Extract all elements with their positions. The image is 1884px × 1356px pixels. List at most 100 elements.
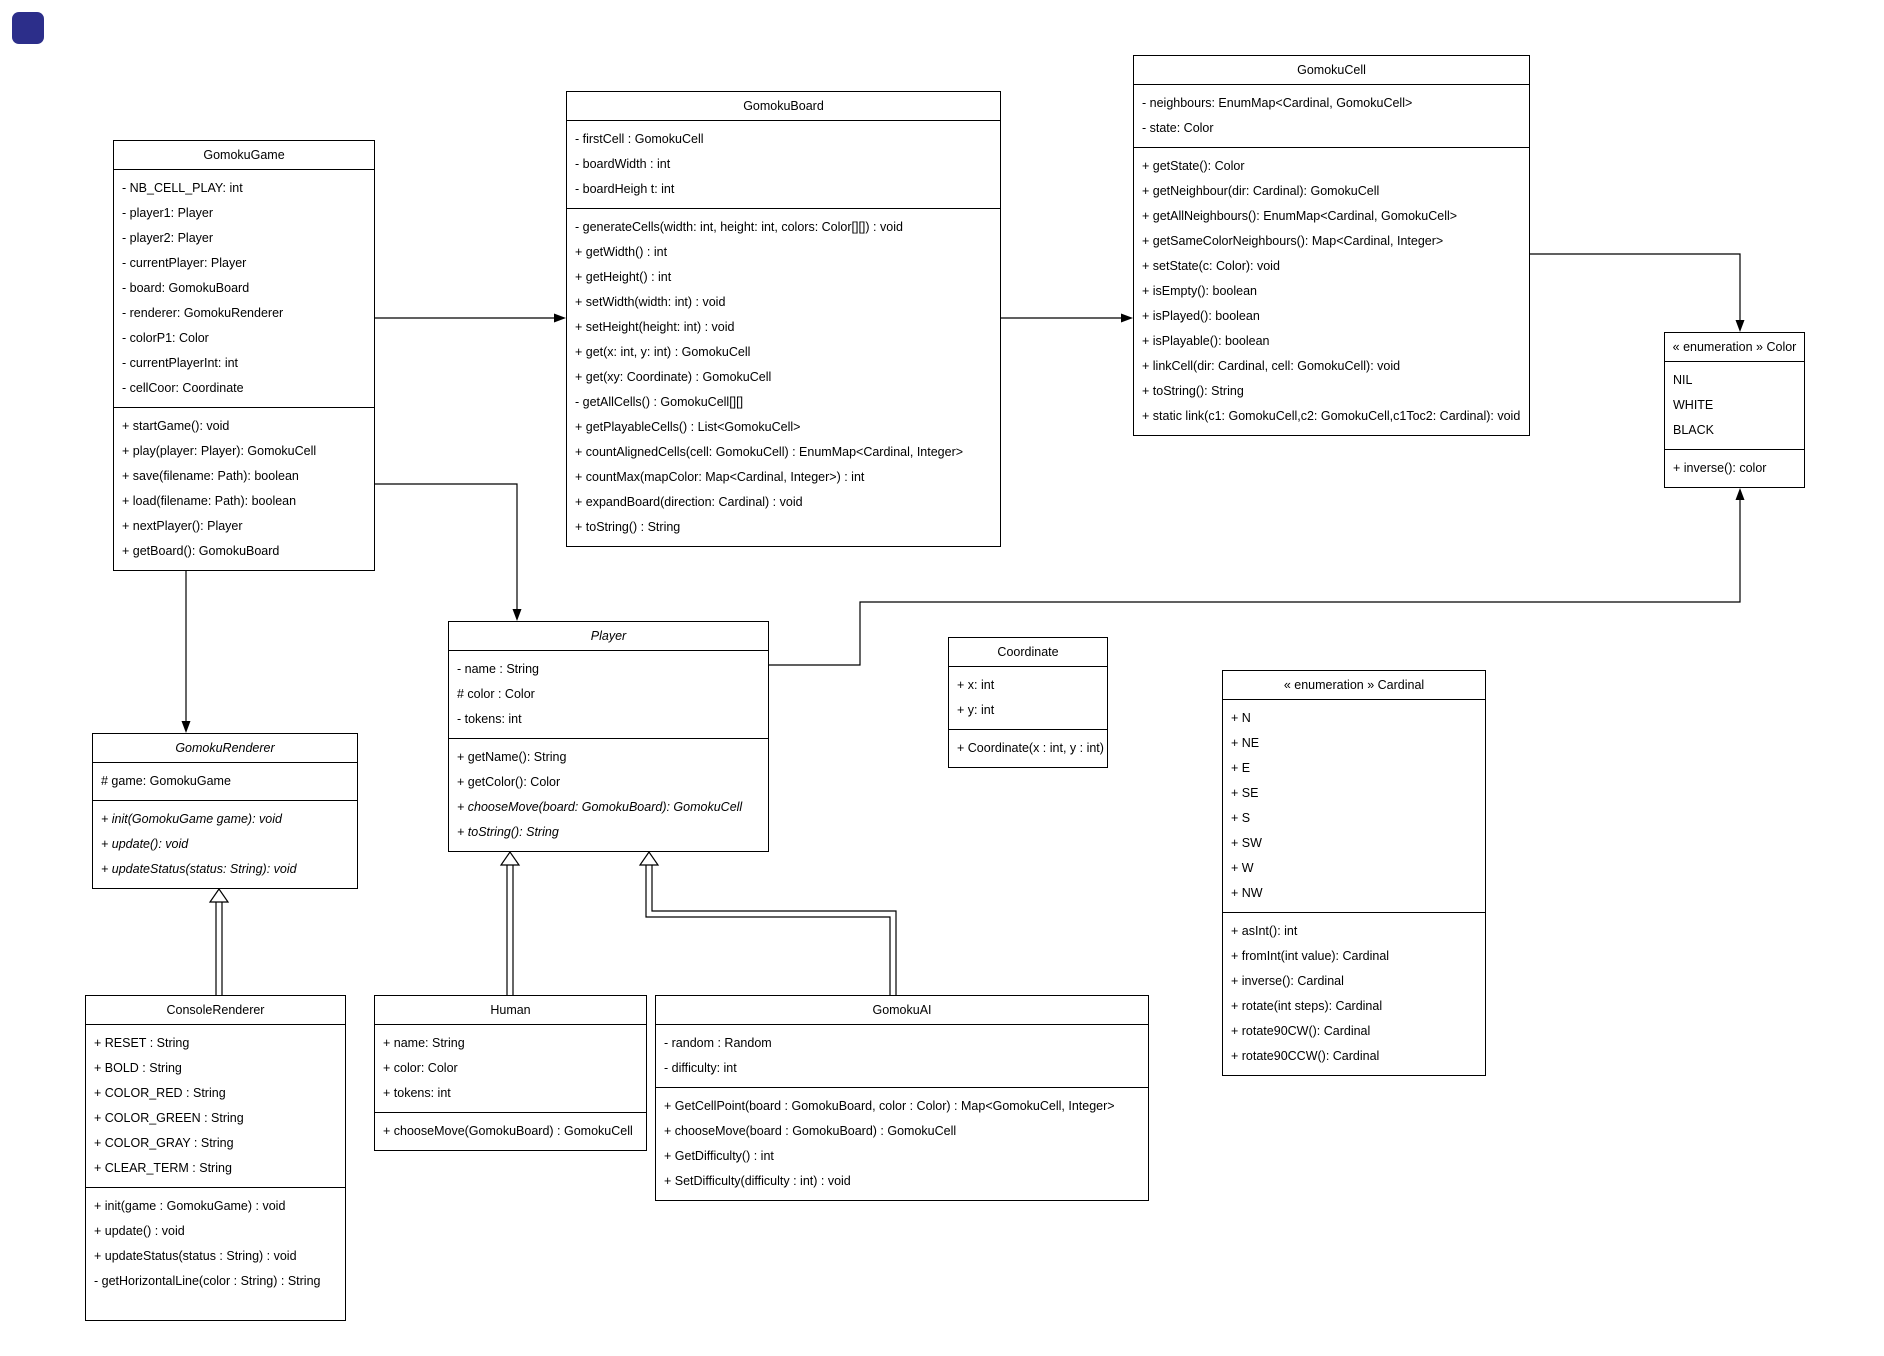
class-methods: + init(game : GomokuGame) : void + update… <box>86 1187 345 1320</box>
class-methods: + chooseMove(GomokuBoard) : GomokuCell <box>375 1112 646 1150</box>
enum-methods: + asInt(): int+ fromInt(int value): Card… <box>1223 912 1485 1075</box>
enum-title: « enumeration » Cardinal <box>1223 671 1485 700</box>
uml-row: + getBoard(): GomokuBoard <box>122 544 280 558</box>
uml-row: + chooseMove(board : GomokuBoard) : Gomo… <box>664 1124 957 1138</box>
connector-player-to-color[interactable] <box>769 488 1745 666</box>
uml-row: + S <box>1231 811 1251 825</box>
class-methods: + startGame(): void + play(player: Player… <box>114 407 374 570</box>
uml-row: + E <box>1231 761 1251 775</box>
uml-row: + chooseMove(GomokuBoard) : GomokuCell <box>383 1124 633 1138</box>
uml-row: - state: Color <box>1142 121 1214 135</box>
uml-row: + init(game : GomokuGame) : void <box>94 1199 286 1213</box>
uml-row: + load(filename: Path): boolean <box>122 494 297 508</box>
class-gomokurenderer[interactable]: GomokuRenderer # game: GomokuGame + init… <box>92 733 358 889</box>
class-consolerenderer[interactable]: ConsoleRenderer + RESET : String+ BOLD :… <box>85 995 346 1321</box>
uml-row: - currentPlayerInt: int <box>122 356 239 370</box>
uml-row: + rotate(int steps): Cardinal <box>1231 999 1383 1013</box>
uml-row: + toString(): String <box>1142 384 1244 398</box>
uml-row: + fromInt(int value): Cardinal <box>1231 949 1390 963</box>
uml-row: # game: GomokuGame <box>101 774 231 788</box>
connector-gomokuboard-to-gomokucell[interactable] <box>1001 313 1133 323</box>
connector-human-to-player[interactable] <box>499 850 521 995</box>
class-attributes: + x: int+ y: int <box>949 667 1107 729</box>
class-title: Coordinate <box>949 638 1107 667</box>
class-title: Human <box>375 996 646 1025</box>
uml-row: + getName(): String <box>457 750 567 764</box>
app-accent-square[interactable] <box>12 12 44 44</box>
uml-row: + COLOR_GREEN : String <box>94 1111 244 1125</box>
uml-row: + rotate90CCW(): Cardinal <box>1231 1049 1380 1063</box>
uml-row: + isEmpty(): boolean <box>1142 284 1257 298</box>
uml-row: - player2: Player <box>122 231 214 245</box>
class-title: GomokuAI <box>656 996 1148 1025</box>
uml-row: # color : Color <box>457 687 535 701</box>
class-attributes: - name : String# color : Color- tokens: … <box>449 651 768 738</box>
uml-row: + GetCellPoint(board : GomokuBoard, colo… <box>664 1099 1115 1113</box>
class-attributes: - firstCell : GomokuCell- boardWidth : i… <box>567 121 1000 208</box>
uml-row: + x: int <box>957 678 995 692</box>
uml-row: + isPlayed(): boolean <box>1142 309 1260 323</box>
uml-row: - currentPlayer: Player <box>122 256 247 270</box>
enum-cardinal[interactable]: « enumeration » Cardinal + N+ NE+ E+ SE+… <box>1222 670 1486 1076</box>
uml-row: + getAllNeighbours(): EnumMap<Cardinal, … <box>1142 209 1458 223</box>
uml-row: + getSameColorNeighbours(): Map<Cardinal… <box>1142 234 1444 248</box>
uml-row: NIL <box>1673 373 1693 387</box>
uml-row: + COLOR_GRAY : String <box>94 1136 234 1150</box>
connector-consolerenderer-to-gomokurenderer[interactable] <box>208 887 230 995</box>
uml-row: + toString() : String <box>575 520 681 534</box>
connector-gomokugame-to-gomokurenderer[interactable] <box>181 571 191 733</box>
uml-row: + chooseMove(board: GomokuBoard): Gomoku… <box>457 800 743 814</box>
uml-row: + W <box>1231 861 1254 875</box>
uml-row: + update(): void <box>101 837 189 851</box>
uml-row: + getWidth() : int <box>575 245 668 259</box>
class-gomokuai[interactable]: GomokuAI - random : Random- difficulty: … <box>655 995 1149 1201</box>
class-coordinate[interactable]: Coordinate + x: int+ y: int + Coordinate… <box>948 637 1108 768</box>
uml-row: + countMax(mapColor: Map<Cardinal, Integ… <box>575 470 865 484</box>
uml-row: + inverse(): Cardinal <box>1231 974 1344 988</box>
uml-row: + GetDifficulty() : int <box>664 1149 774 1163</box>
uml-row: - name : String <box>457 662 539 676</box>
uml-row: - boardWidth : int <box>575 157 671 171</box>
uml-row: + COLOR_RED : String <box>94 1086 226 1100</box>
class-attributes: - random : Random- difficulty: int <box>656 1025 1148 1087</box>
class-methods: + Coordinate(x : int, y : int) <box>949 729 1107 767</box>
class-methods: + getState(): Color+ getNeighbour(dir: C… <box>1134 147 1529 435</box>
uml-row: + updateStatus(status : String) : void <box>94 1249 297 1263</box>
uml-row: + startGame(): void <box>122 419 230 433</box>
connector-gomokuai-to-player[interactable] <box>638 850 897 995</box>
class-title: GomokuCell <box>1134 56 1529 85</box>
uml-row: - random : Random <box>664 1036 772 1050</box>
uml-row: + color: Color <box>383 1061 458 1075</box>
connector-gomokugame-to-gomokuboard[interactable] <box>375 313 566 323</box>
uml-row: + getHeight() : int <box>575 270 672 284</box>
uml-row: + get(x: int, y: int) : GomokuCell <box>575 345 751 359</box>
connector-gomokugame-to-player[interactable] <box>375 483 522 621</box>
uml-row: + N <box>1231 711 1251 725</box>
uml-row: + SetDifficulty(difficulty : int) : void <box>664 1174 851 1188</box>
class-title: ConsoleRenderer <box>86 996 345 1025</box>
class-gomokugame[interactable]: GomokuGame - NB_CELL_PLAY: int- player1:… <box>113 140 375 571</box>
class-player[interactable]: Player - name : String# color : Color- t… <box>448 621 769 852</box>
uml-row: + setHeight(height: int) : void <box>575 320 735 334</box>
uml-row: + Coordinate(x : int, y : int) <box>957 741 1104 755</box>
connector-gomokucell-to-color[interactable] <box>1530 253 1745 332</box>
uml-row: - neighbours: EnumMap<Cardinal, GomokuCe… <box>1142 96 1413 110</box>
uml-row: + play(player: Player): GomokuCell <box>122 444 317 458</box>
uml-row: + getPlayableCells() : List<GomokuCell> <box>575 420 801 434</box>
uml-row: + NW <box>1231 886 1263 900</box>
uml-row: - player1: Player <box>122 206 214 220</box>
class-attributes: - NB_CELL_PLAY: int- player1: Player- pl… <box>114 170 374 407</box>
class-gomokuboard[interactable]: GomokuBoard - firstCell : GomokuCell- bo… <box>566 91 1001 547</box>
class-gomokucell[interactable]: GomokuCell - neighbours: EnumMap<Cardina… <box>1133 55 1530 436</box>
uml-row: + NE <box>1231 736 1260 750</box>
enum-literals: + N+ NE+ E+ SE+ S+ SW+ W+ NW <box>1223 700 1485 912</box>
uml-row: + static link(c1: GomokuCell,c2: GomokuC… <box>1142 409 1521 423</box>
class-methods: + init(GomokuGame game): void+ update():… <box>93 800 357 888</box>
uml-row: + setWidth(width: int) : void <box>575 295 726 309</box>
uml-row: BLACK <box>1673 423 1714 437</box>
class-human[interactable]: Human + name: String+ color: Color+ toke… <box>374 995 647 1151</box>
enum-title: « enumeration » Color <box>1665 333 1804 362</box>
